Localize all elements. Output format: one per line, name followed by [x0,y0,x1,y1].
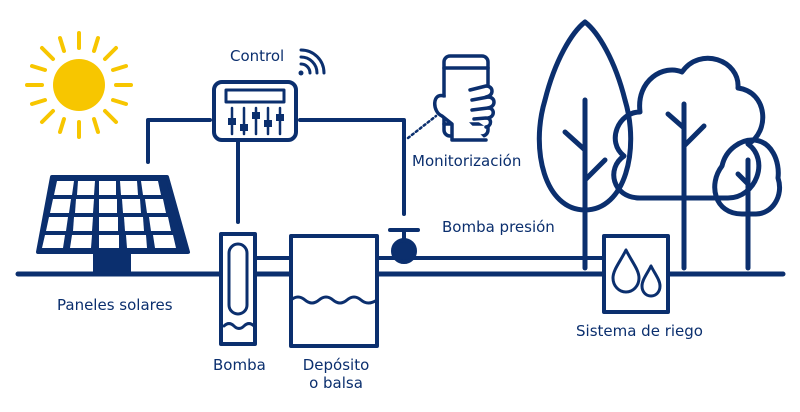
pump-label: Bomba [213,356,266,374]
irrigation-label: Sistema de riego [576,322,703,340]
pressure-pump-icon [388,228,420,264]
smartphone-icon [433,54,496,142]
pump-icon [219,232,257,346]
pressure-pump-label: Bomba presión [442,218,555,236]
solar-panel-icon [36,175,190,272]
control-label: Control [230,47,285,65]
monitoring-label: Monitorización [412,152,522,170]
tank-label-line2: o balsa [309,374,363,392]
tank-icon [289,234,379,348]
pressure-wire [298,118,406,216]
wifi-icon [298,48,326,76]
irrigation-icon [602,234,670,314]
tank-label-line1: Depósito [302,356,370,374]
sun-icon [25,31,133,139]
solar-panels-label: Paneles solares [57,296,173,314]
panel-wire [146,118,212,164]
tree-icon [536,19,782,271]
tank-label: Depósito o balsa [296,356,376,392]
wireless-link [406,114,438,140]
controller-icon [212,80,298,142]
